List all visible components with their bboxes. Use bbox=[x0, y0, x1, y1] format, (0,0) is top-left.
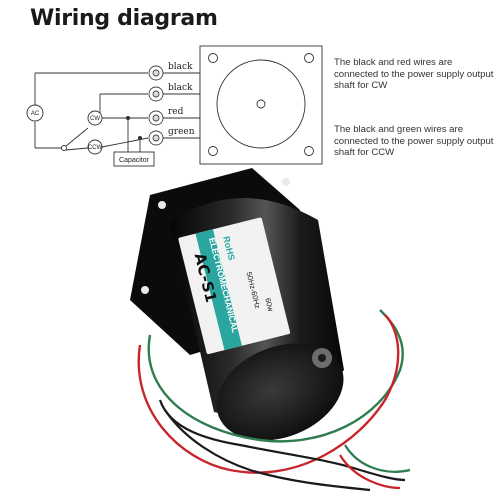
terminal-red bbox=[148, 110, 164, 126]
ac-source: AC bbox=[26, 104, 44, 122]
ccw-note: The black and green wires are connected … bbox=[334, 124, 494, 158]
wire-red-photo bbox=[137, 314, 400, 474]
cw-contact: CW bbox=[87, 110, 103, 126]
svg-text:CCW: CCW bbox=[88, 145, 103, 151]
wire-green-photo bbox=[147, 309, 404, 443]
ac-label: AC bbox=[31, 111, 40, 117]
motor-photo: AC-S1 ELECTROMECHANICAL RoHS 50Hz-60Hz 6… bbox=[130, 168, 411, 492]
schematic bbox=[34, 72, 155, 167]
capacitor-label: Capacitor bbox=[119, 157, 150, 164]
wire-label-black-1: black bbox=[168, 62, 193, 72]
wire-label-black-2: black bbox=[168, 83, 193, 93]
wire-black-photo-2 bbox=[164, 409, 371, 492]
motor-plate-outline bbox=[199, 45, 323, 165]
motor-spec-power: 60w bbox=[263, 297, 275, 313]
terminal-black-2 bbox=[148, 86, 164, 102]
terminal-green bbox=[148, 130, 164, 146]
svg-text:CW: CW bbox=[90, 116, 100, 122]
cw-note: The black and red wires are connected to… bbox=[334, 57, 494, 91]
switch-pivot bbox=[61, 145, 67, 151]
ccw-contact: CCW bbox=[87, 139, 103, 155]
wire-label-green: green bbox=[168, 127, 195, 137]
wire-label-red: red bbox=[168, 107, 184, 117]
wire-black-photo-1 bbox=[158, 399, 406, 482]
page-title: Wiring diagram bbox=[30, 6, 218, 31]
terminal-black-1 bbox=[148, 65, 164, 81]
